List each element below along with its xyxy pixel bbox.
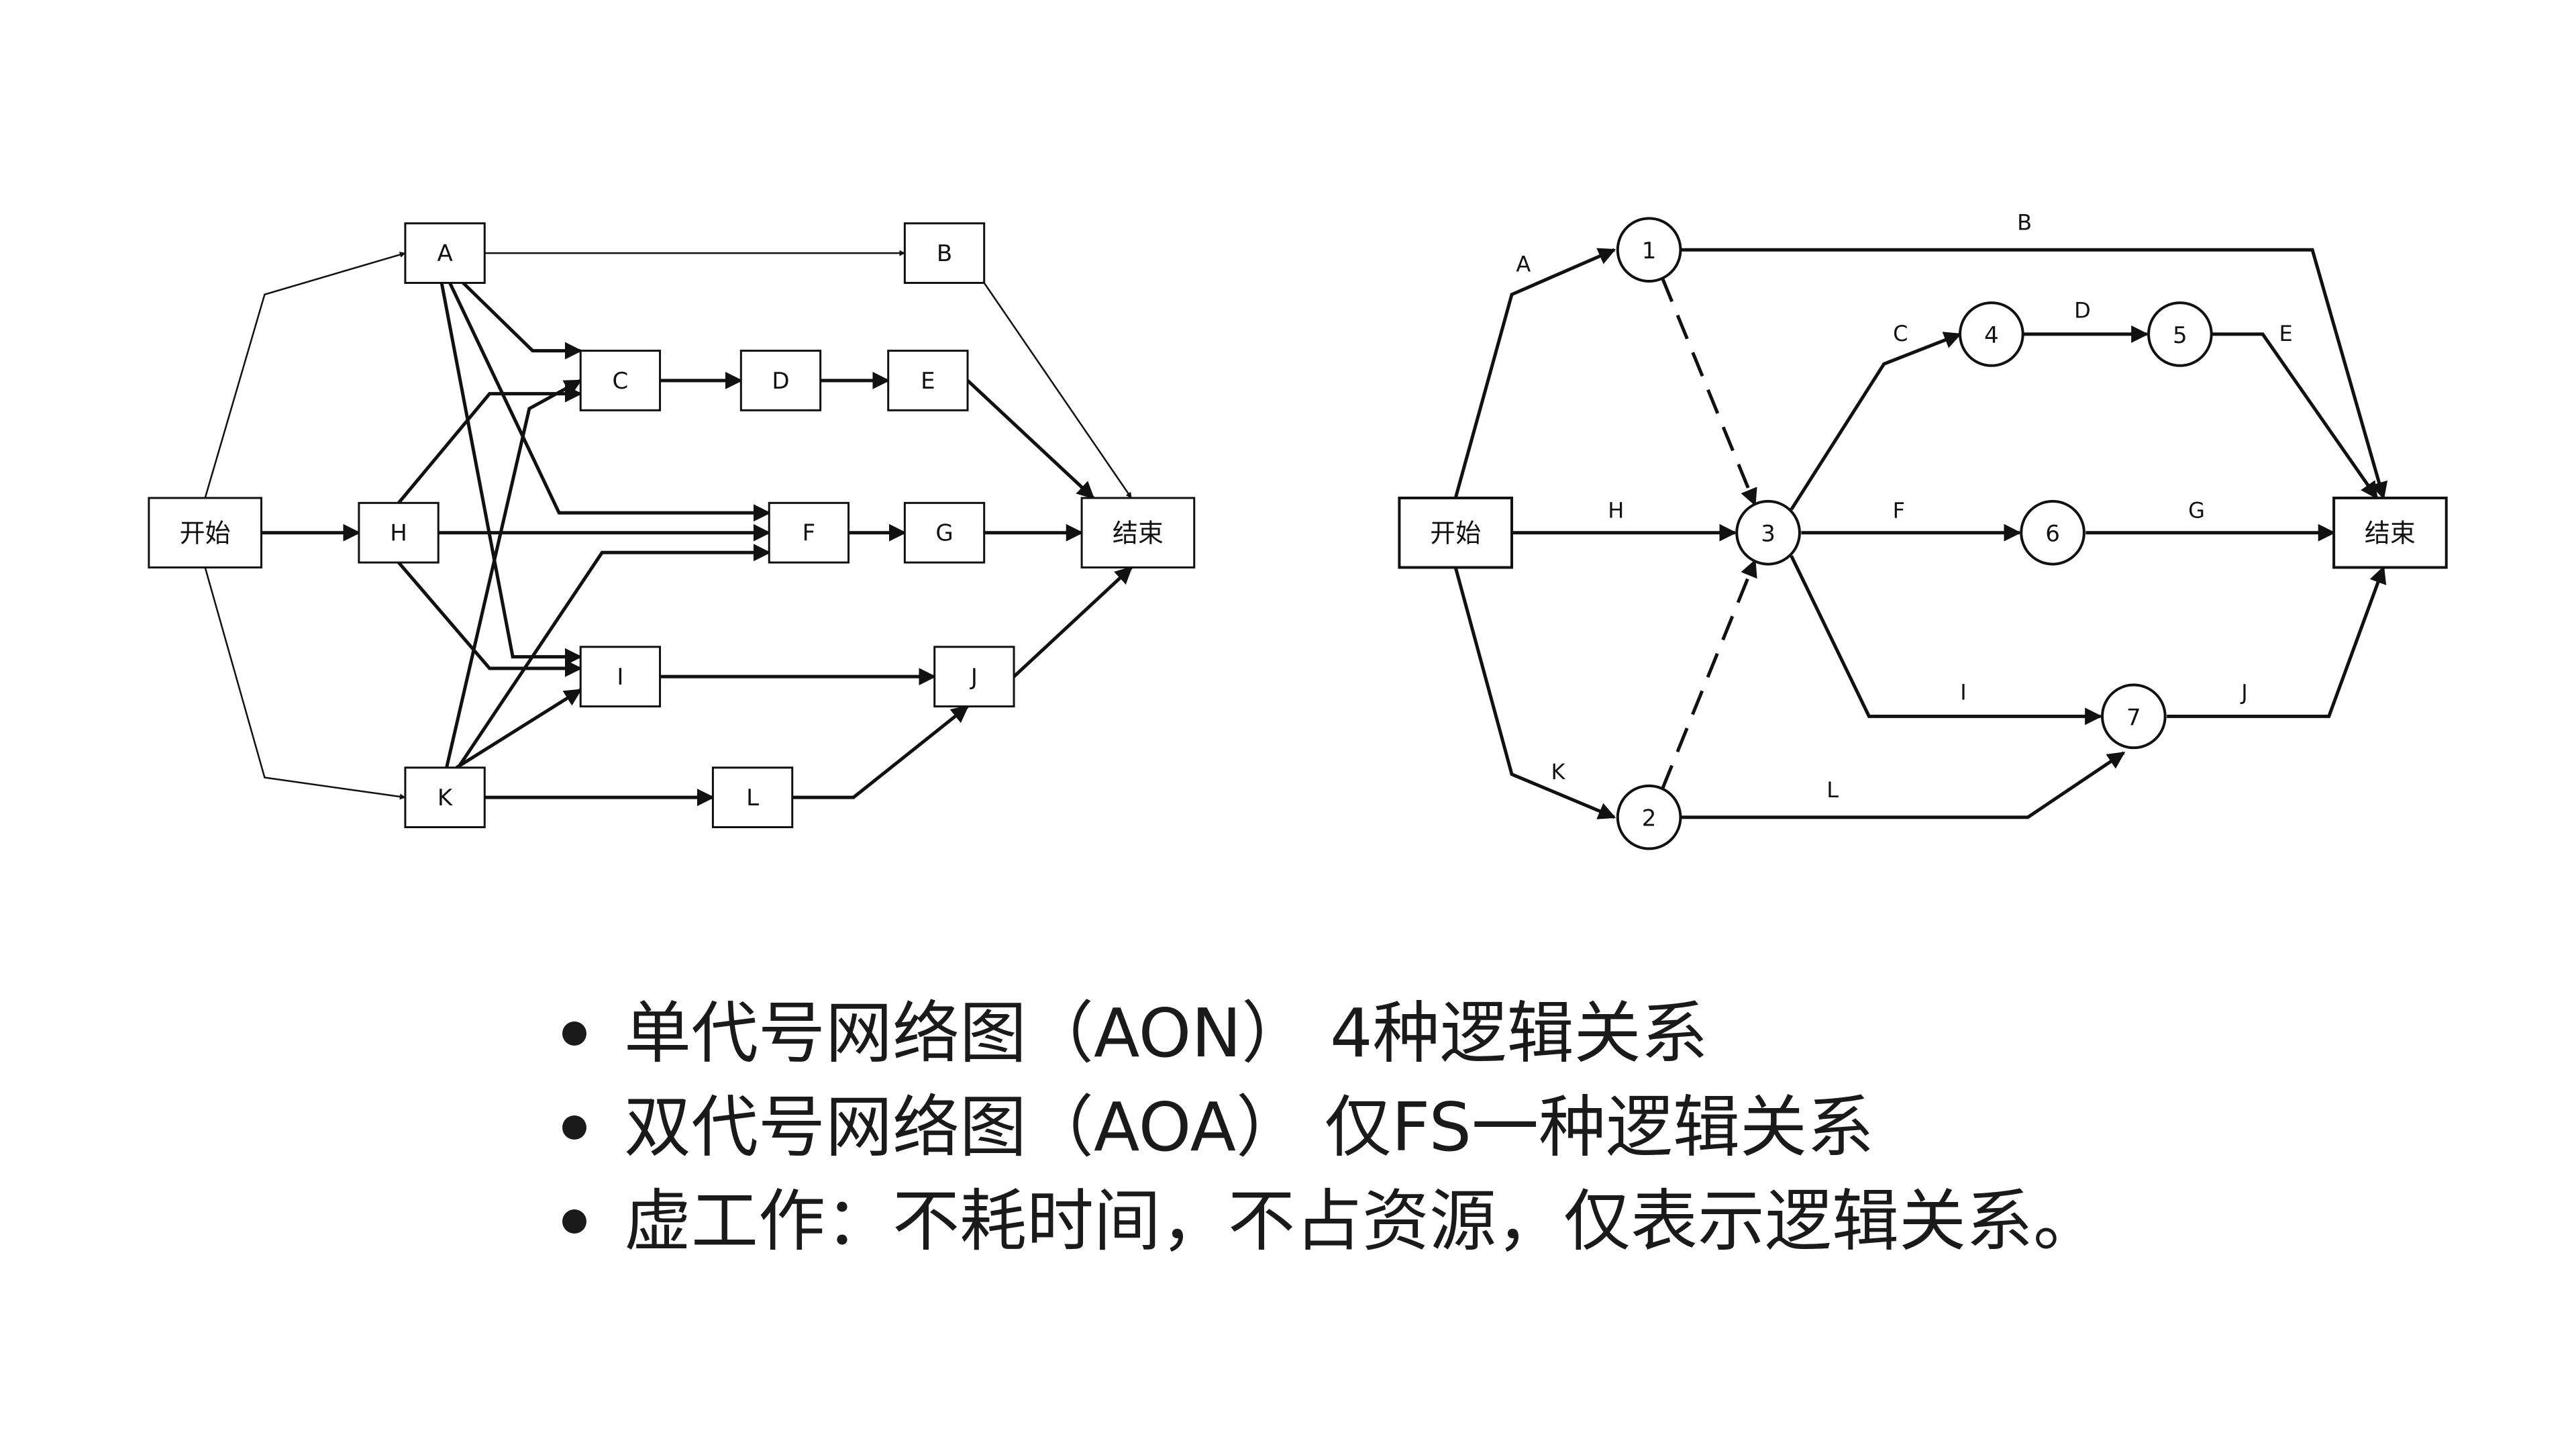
aoa-event-1: 1 — [1616, 217, 1682, 283]
aoa-activity-3-4 — [1790, 332, 1962, 511]
aon-node-l: L — [711, 766, 794, 829]
aoa-event-6: 6 — [2020, 499, 2085, 566]
network-diagrams: 开始 A B C D E H F G 结束 I J K L A H K B C D E F G I J L 开始 结束 1 2 3 4 5 6 7 — [148, 210, 2448, 850]
aoa-event-label: 1 — [1642, 238, 1657, 264]
aon-edge-A-I — [440, 283, 582, 666]
aon-node-label: J — [970, 664, 978, 691]
aon-edge-K-I — [456, 688, 582, 769]
aon-node-label: 开始 — [180, 519, 231, 548]
bullet-dot — [562, 1115, 586, 1140]
aoa-activity-label: H — [1608, 498, 1624, 523]
aoa-event-2: 2 — [1616, 784, 1682, 850]
aoa-node-end: 结束 — [2332, 496, 2448, 569]
aon-node-label: F — [803, 520, 816, 547]
aon-edge-J-end — [1013, 566, 1133, 679]
bullet-dot — [562, 1209, 586, 1234]
aoa-activity-start-2 — [1453, 566, 1616, 819]
aon-node-label: I — [617, 664, 623, 691]
aon-node-label: E — [921, 368, 935, 395]
aon-edge-E-end — [966, 379, 1095, 499]
aon-edge-start-A — [204, 252, 406, 499]
aoa-activity-label: J — [2240, 680, 2247, 705]
aoa-event-label: 6 — [2045, 521, 2060, 548]
bullet-list: 单代号网络图（AON） 4种逻辑关系 双代号网络图（AOA） 仅FS一种逻辑关系… — [550, 987, 2100, 1268]
bullet-dot — [562, 1021, 586, 1046]
aoa-node-start: 开始 — [1398, 496, 1514, 569]
aoa-activity-label: K — [1551, 759, 1566, 785]
aoa-activity-label: I — [1960, 680, 1966, 705]
aon-node-h: H — [358, 501, 440, 564]
aoa-event-label: 3 — [1761, 521, 1775, 548]
aon-node-i: I — [579, 646, 662, 708]
aoa-activity-1-end — [1680, 248, 2388, 500]
aoa-event-label: 5 — [2173, 322, 2187, 349]
aon-node-g: G — [903, 501, 986, 564]
aon-node-label: H — [390, 520, 407, 547]
aon-node-c: C — [579, 350, 662, 411]
aoa-event-label: 7 — [2126, 704, 2141, 731]
aoa-event-label: 2 — [1642, 805, 1657, 832]
aoa-node-label: 结束 — [2365, 519, 2416, 548]
aoa-activity-label: C — [1893, 321, 1908, 346]
aoa-dummy-activity-2-3 — [1661, 559, 1757, 790]
aon-edge-B-end — [983, 282, 1133, 499]
bullet-text: 单代号网络图（AON） 4种逻辑关系 — [624, 994, 1708, 1072]
aoa-activity-label: G — [2188, 498, 2205, 523]
bullet-text: 虚工作：不耗时间，不占资源，仅表示逻辑关系。 — [624, 1182, 2100, 1260]
aon-node-e: E — [887, 350, 969, 411]
aon-edge-A-C — [462, 281, 582, 360]
aon-node-label: K — [437, 785, 454, 811]
aon-node-j: J — [933, 646, 1015, 708]
aon-edge-H-I — [397, 561, 582, 677]
aon-edge-A-F — [448, 282, 771, 522]
aoa-activity-label: L — [1826, 777, 1839, 803]
aoa-activity-label: B — [2017, 210, 2032, 236]
aon-node-label: 结束 — [1113, 519, 1164, 548]
aon-node-label: D — [772, 368, 789, 395]
aoa-event-3: 3 — [1735, 499, 1801, 566]
aon-node-label: C — [613, 368, 629, 395]
aoa-event-5: 5 — [2147, 301, 2213, 367]
aoa-activity-3-7 — [1790, 555, 2103, 726]
aon-edge-L-J — [792, 705, 970, 799]
aon-node-a: A — [404, 222, 486, 285]
aoa-node-label: 开始 — [1430, 519, 1481, 548]
aon-node-end: 结束 — [1080, 497, 1196, 568]
bullet-text: 双代号网络图（AOA） 仅FS一种逻辑关系 — [624, 1088, 1875, 1166]
bullet-item: 单代号网络图（AON） 4种逻辑关系 — [550, 987, 2100, 1081]
aoa-activity-7-end — [2167, 566, 2387, 718]
aon-node-d: D — [739, 350, 822, 411]
aon-edge-K-C — [445, 379, 582, 768]
aoa-activity-label: E — [2279, 321, 2293, 346]
aoa-activity-label: A — [1516, 251, 1531, 277]
bullet-item: 虚工作：不耗时间，不占资源，仅表示逻辑关系。 — [550, 1175, 2100, 1268]
aon-diagram: 开始 A B C D E H F G 结束 I J K L — [148, 222, 1196, 829]
aon-node-f: F — [768, 501, 850, 564]
aon-node-k: K — [404, 766, 486, 829]
aoa-activity-5-end — [2211, 332, 2379, 500]
aoa-activity-2-7 — [1680, 751, 2126, 819]
aoa-activity-start-1 — [1453, 248, 1616, 499]
aon-edge-start-K — [204, 567, 406, 800]
aoa-event-4: 4 — [1959, 301, 2024, 367]
aoa-dummy-activity-1-3 — [1661, 277, 1757, 507]
aon-edge-H-C — [397, 385, 582, 504]
aoa-activity-label: F — [1893, 498, 1905, 523]
aon-node-label: B — [937, 240, 952, 267]
aon-edge-K-F — [456, 544, 771, 769]
aon-node-label: L — [746, 785, 759, 811]
aoa-activity-label: D — [2074, 297, 2091, 323]
bullet-item: 双代号网络图（AOA） 仅FS一种逻辑关系 — [550, 1081, 2100, 1175]
aoa-event-7: 7 — [2101, 683, 2167, 750]
aoa-event-label: 4 — [1984, 322, 1999, 349]
aon-node-label: A — [437, 240, 452, 267]
aon-node-start: 开始 — [148, 497, 262, 568]
aon-node-label: G — [935, 520, 953, 547]
aon-node-b: B — [903, 222, 986, 285]
aoa-diagram: A H K B C D E F G I J L 开始 结束 1 2 3 4 5 6 7 — [1398, 210, 2448, 850]
